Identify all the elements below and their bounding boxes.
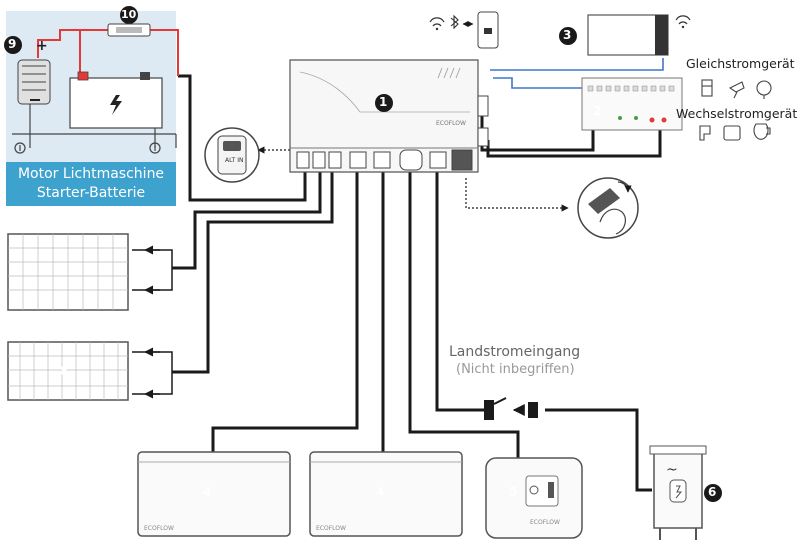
callout-6: 6 (708, 485, 717, 499)
callout-5: 5 (509, 485, 518, 499)
battery-4a: ECOFLOW (137, 451, 291, 537)
svg-text:ECOFLOW: ECOFLOW (144, 525, 174, 532)
cable-shore (435, 172, 484, 412)
callout-7: 7 (60, 262, 69, 276)
power-hub: ECOFLOW (289, 59, 489, 173)
not-included-label: (Nicht inbegriffen) (456, 362, 575, 377)
callout-10: 10 (121, 8, 137, 21)
dc-appliance-label: Gleichstromgerät (686, 56, 795, 71)
svg-text:+: + (36, 38, 48, 54)
dc-red-cables (37, 29, 179, 76)
callout-9: 9 (8, 37, 17, 51)
shore-power-label: Landstromeingang (449, 344, 581, 360)
remote-display (587, 14, 669, 56)
callout-8: 8 (60, 364, 69, 378)
hub-brand: ECOFLOW (436, 120, 466, 127)
callout-3: 3 (563, 28, 572, 42)
solar-panel-8 (7, 341, 173, 401)
alt-in-bubble: ALT IN (204, 127, 260, 183)
dotted-arrows (257, 146, 569, 212)
svg-text:ECOFLOW: ECOFLOW (530, 519, 560, 526)
alternator-banner: Motor Lichtmaschine Starter-Batterie (6, 162, 176, 206)
svg-text:ECOFLOW: ECOFLOW (316, 525, 346, 532)
phone-group (429, 11, 691, 49)
ac-appliance-label: Wechselstromgerät (676, 106, 798, 121)
callout-4b: 4 (376, 485, 385, 499)
dc-appliance-icons (701, 79, 772, 99)
alternator-label-line1: Motor Lichtmaschine (17, 166, 165, 182)
battery-4b: ECOFLOW (309, 451, 463, 537)
cable-battery-4a (211, 172, 359, 452)
alt-in-label: ALT IN (225, 157, 243, 164)
cable-shore-post (545, 408, 652, 492)
cable-generator (408, 172, 520, 458)
solar-panel-7 (7, 233, 173, 311)
ac-appliance-icons (699, 123, 771, 141)
callout-1: 1 (379, 95, 388, 109)
cable-ac-out (480, 105, 595, 152)
alternator-label-line2: Starter-Batterie (36, 185, 146, 201)
callout-4a: 4 (203, 485, 212, 499)
cable-solar-8 (172, 172, 334, 374)
cable-ac-out2 (486, 128, 662, 158)
distribution-panel (581, 77, 683, 131)
callout-2: 2 (593, 104, 602, 118)
alternator-drawing: + (12, 23, 177, 154)
generator: ECOFLOW (485, 457, 583, 539)
cable-solar-7 (172, 172, 322, 270)
shore-pedestal: ~ (649, 445, 707, 540)
svg-text:~: ~ (666, 462, 678, 478)
cable-alternator (178, 74, 307, 202)
shore-plug (484, 397, 538, 420)
hand-press-bubble (577, 177, 639, 239)
